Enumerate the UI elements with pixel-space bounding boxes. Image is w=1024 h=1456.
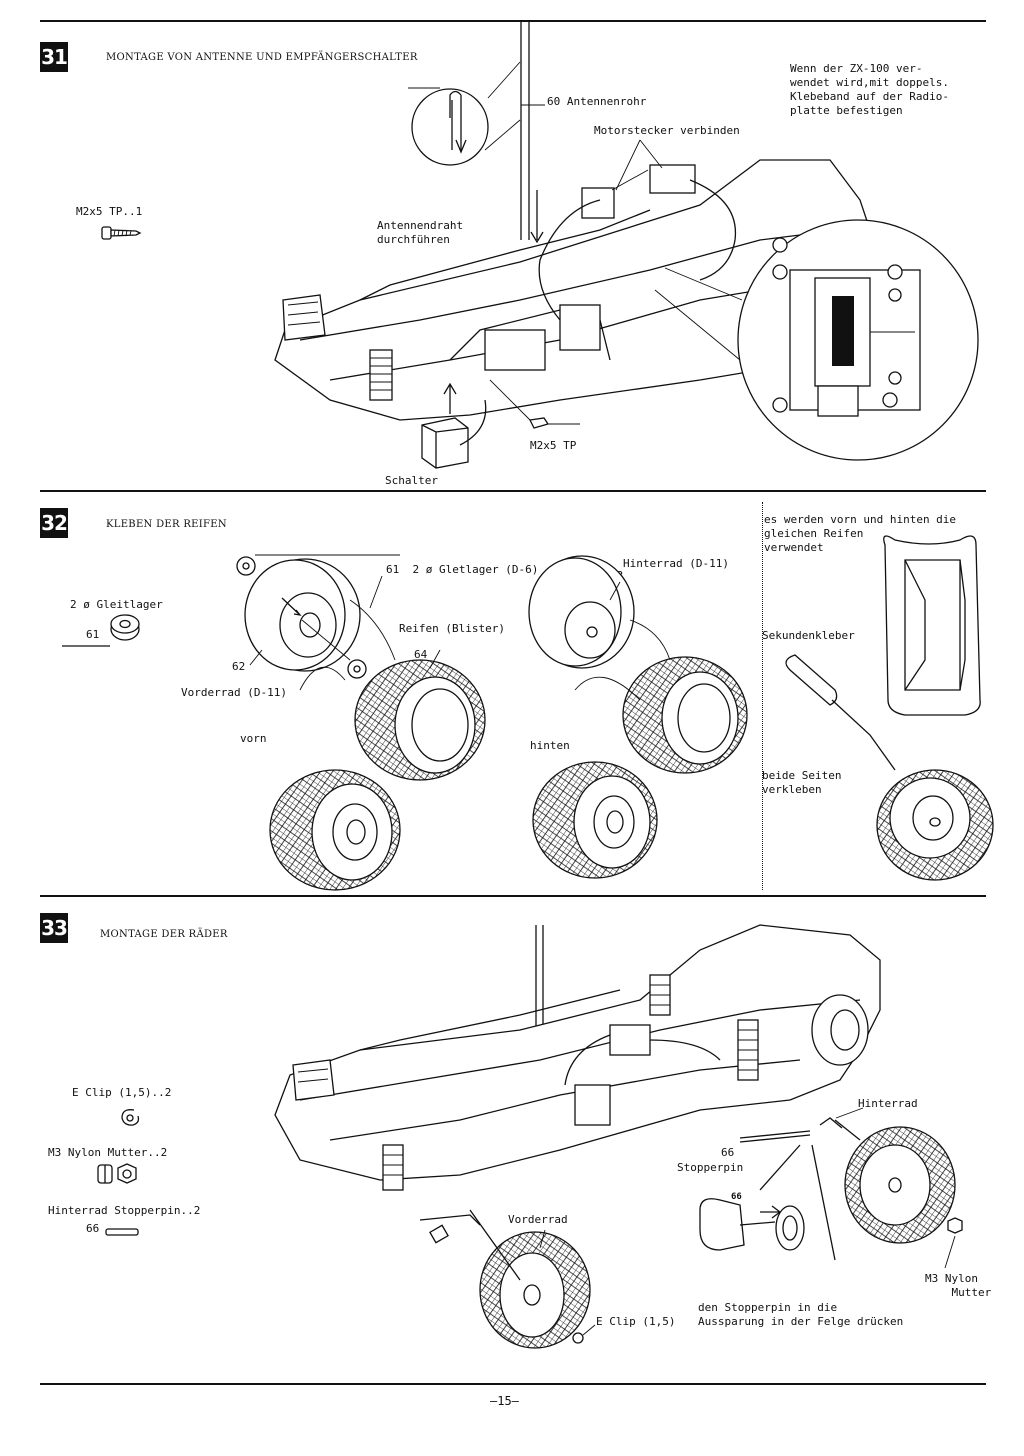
- stopper-pin-part-number: 66: [721, 1146, 735, 1159]
- bearing-icon: [110, 614, 140, 641]
- front-wheel-callout: Vorderrad: [508, 1213, 568, 1226]
- top-rule: [40, 20, 986, 22]
- bearing-callout: 61 2 ø Gletlager (D-6): [386, 563, 539, 576]
- switch-label: Schalter: [385, 474, 438, 487]
- switch-screw-callout: M2x5 TP: [530, 439, 577, 452]
- antenna-wire-label: Antennendraht durchführen: [377, 219, 464, 246]
- nylon-nut-icon: [97, 1163, 137, 1184]
- rear-wheel-callout: Hinterrad: [858, 1097, 918, 1110]
- front-wheel-label: Vorderrad (D-11): [181, 686, 287, 699]
- same-tires-note: es werden vorn und hinten die gleichen R…: [764, 513, 957, 554]
- stopper-pin-icon: [105, 1228, 139, 1236]
- screw-label: M2x5 TP..1: [76, 205, 143, 218]
- step-32-wheel-drawing: [236, 535, 994, 891]
- front-wheel-part-number: 62: [232, 660, 246, 673]
- nut-label: M3 Nylon Mutter..2: [48, 1146, 168, 1159]
- antenna-tube-label: 60 Antennenrohr: [547, 95, 647, 108]
- eclip-label: E Clip (1,5)..2: [72, 1086, 172, 1099]
- eclip-callout: E Clip (1,5): [596, 1315, 676, 1328]
- nut-callout: M3 Nylon Mutter: [925, 1272, 992, 1299]
- step-number-32: 32: [40, 508, 68, 538]
- front-label: vorn: [240, 732, 267, 745]
- bearing-underline: [62, 645, 110, 647]
- step-number-31: 31: [40, 42, 68, 72]
- glue-both-sides-label: beide Seiten verkleben: [762, 769, 842, 796]
- tire-label: Reifen (Blister): [399, 622, 505, 635]
- step-32-divider-dotted: [762, 502, 763, 890]
- eclip-icon: [121, 1109, 140, 1126]
- radio-plate-note: Wenn der ZX-100 ver- wendet wird,mit dop…: [790, 62, 949, 117]
- section-divider-32-33: [40, 895, 986, 897]
- glue-label: Sekundenkleber: [762, 629, 855, 642]
- rear-label: hinten: [530, 739, 570, 752]
- tire-part-number: 64: [414, 648, 428, 661]
- section-divider-31-32: [40, 490, 986, 492]
- pin-part-number: 66: [86, 1222, 100, 1235]
- pin-label: Hinterrad Stopperpin..2: [48, 1204, 201, 1217]
- bottom-rule: [40, 1383, 986, 1385]
- step-33-chassis-drawing: [274, 924, 963, 1349]
- screw-icon: [101, 226, 142, 240]
- step-32-title: KLEBEN DER REIFEN: [106, 519, 227, 530]
- stopper-pin-callout: Stopperpin: [677, 1161, 744, 1174]
- detail-part-number: 66: [731, 1192, 742, 1202]
- step-number-33: 33: [40, 913, 68, 943]
- bearing-label: 2 ø Gleitlager: [70, 598, 163, 611]
- motor-connect-label: Motorstecker verbinden: [594, 124, 740, 137]
- page-number: —15—: [490, 1394, 519, 1408]
- stopper-pin-instruction: den Stopperpin in die Aussparung in der …: [698, 1301, 904, 1328]
- step-33-title: MONTAGE DER RÄDER: [100, 929, 228, 940]
- step-31-chassis-drawing: [274, 22, 979, 469]
- bearing-part-number: 61: [86, 628, 100, 641]
- rear-wheel-label: Hinterrad (D-11): [623, 557, 729, 570]
- step-31-title: MONTAGE VON ANTENNE UND EMPFÄNGERSCHALTE…: [106, 52, 418, 63]
